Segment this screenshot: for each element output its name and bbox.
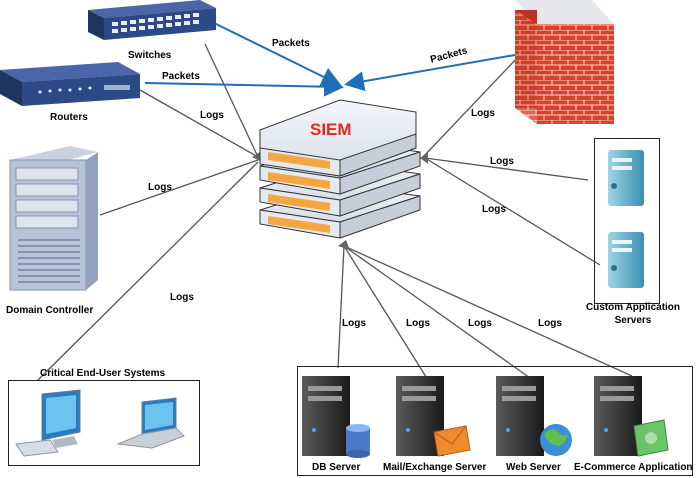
critical-systems-box [8,380,200,466]
edge-label-logs-firewall: Logs [471,108,495,119]
server-tower-icon [9,146,98,291]
switches-label: Switches [128,50,172,61]
mail-server-label: Mail/Exchange Server [383,462,487,473]
edge-label-logs-web: Logs [468,318,492,329]
money-icon [633,419,669,457]
database-icon [346,424,370,458]
router-icon [0,62,140,106]
desktop-computer-icon [15,389,81,457]
siem-unit-1 [259,99,417,177]
custom-servers-label-line1: Custom Application [585,302,681,313]
edge-label-logs-domain: Logs [148,182,172,193]
web-server-label: Web Server [506,462,561,473]
mail-envelope-icon [433,425,471,457]
server-icon [496,376,544,456]
firewall-icon [515,0,614,124]
server-icon [608,150,644,206]
packet-arrows [144,21,516,97]
edge-label-logs-custom-2: Logs [482,204,506,215]
edge-label-packets-switches: Packets [272,38,310,49]
server-icon [594,376,642,456]
routers-label: Routers [50,112,88,123]
critical-systems-label: Critical End-User Systems [40,368,166,379]
custom-servers-label-line2: Servers [614,315,652,326]
server-icon [608,232,644,288]
application-servers-box [297,366,693,476]
siem-server-stack [259,99,421,239]
edge-label-logs-mail: Logs [406,318,430,329]
edge-label-logs-ecommerce: Logs [538,318,562,329]
ecommerce-label: E-Commerce Application [574,462,693,473]
edge-label-logs-switch-router: Logs [200,110,224,121]
network-switch-icon [88,0,216,40]
laptop-icon [116,397,185,449]
edge-label-logs-db: Logs [342,318,366,329]
edge-label-logs-custom-1: Logs [490,156,514,167]
server-icon [302,376,350,456]
siem-title: SIEM [310,120,352,139]
db-server-label: DB Server [312,462,361,473]
edge-label-logs-critical: Logs [170,292,194,303]
globe-icon [540,424,572,456]
edge-label-packets-routers: Packets [162,71,200,82]
custom-servers-box [594,138,660,304]
log-lines [37,43,633,381]
domain-controller-label: Domain Controller [6,305,94,316]
